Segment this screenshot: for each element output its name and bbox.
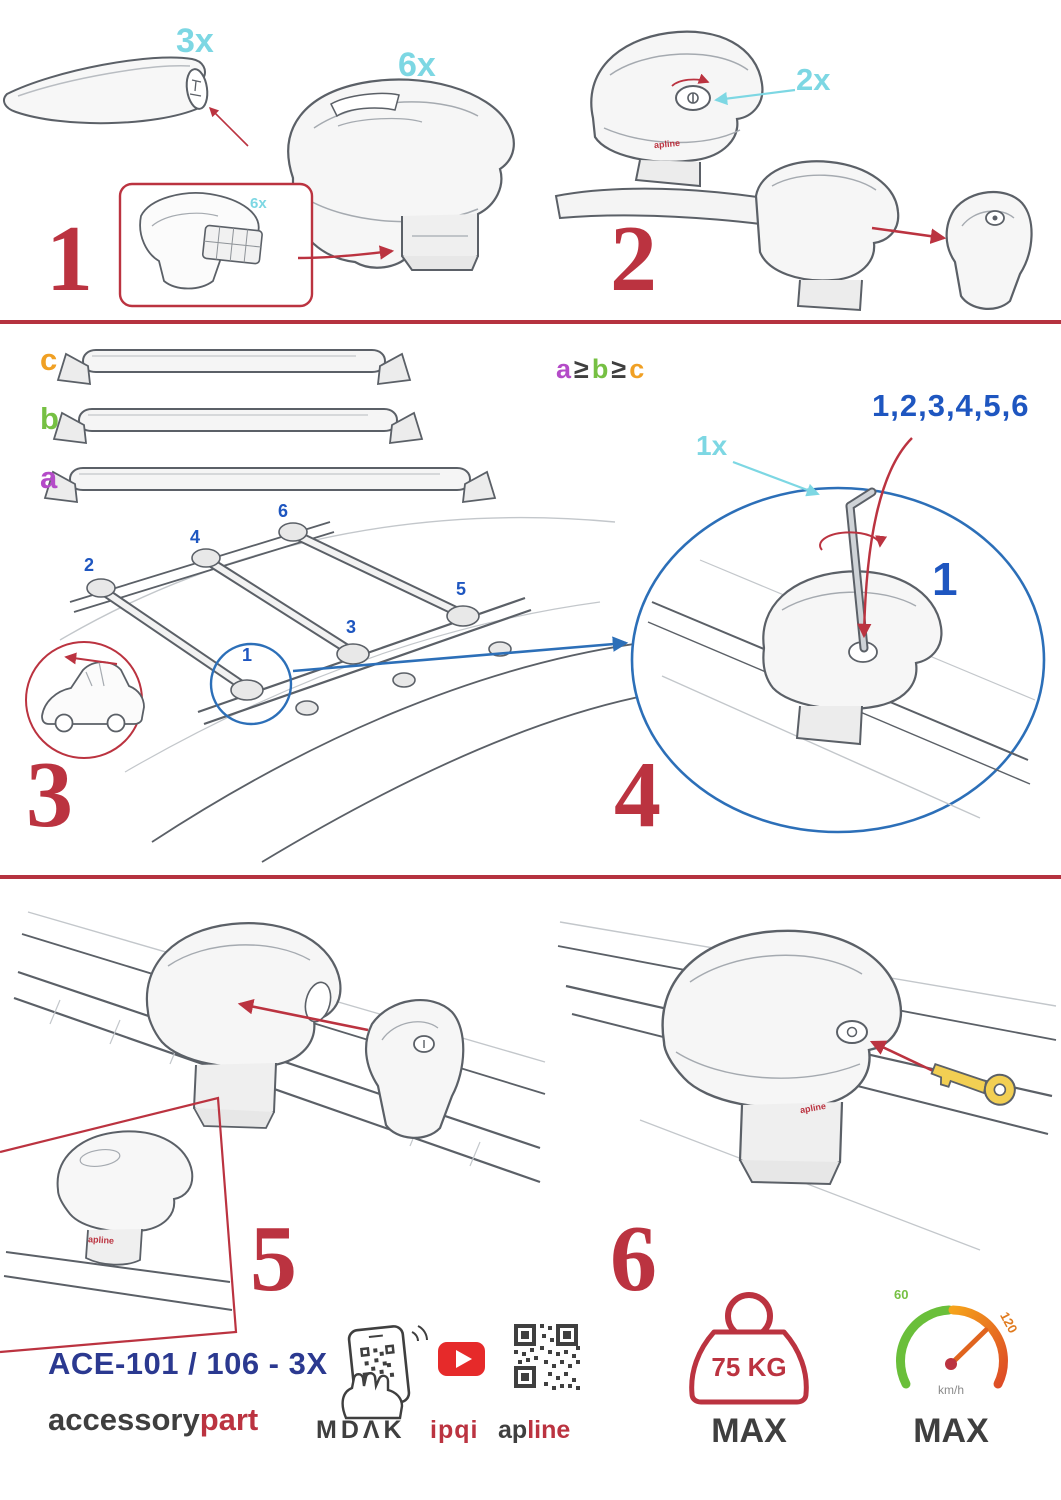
needle xyxy=(948,1327,989,1367)
brand-ap: ap xyxy=(498,1416,528,1444)
speed-max-label: MAX xyxy=(913,1412,989,1450)
roof-position-1: 1 xyxy=(242,645,253,665)
brand-part: part xyxy=(199,1402,259,1437)
bar-b-drawing xyxy=(52,408,424,445)
weight-limit-label: 75 KG xyxy=(711,1352,787,1382)
lock-cylinder xyxy=(836,1020,868,1044)
play-icon xyxy=(456,1350,472,1368)
step1-pad-inset-drawing xyxy=(118,182,395,308)
key-icon xyxy=(930,1063,1016,1106)
step5-result-inset-drawing xyxy=(0,1096,238,1354)
roof-position-4: 4 xyxy=(190,527,201,547)
brand-apline: apline xyxy=(498,1418,570,1443)
speed-unit-label: km/h xyxy=(937,1383,964,1397)
size-rule-b: b xyxy=(591,354,609,384)
roof-position-6: 6 xyxy=(278,501,289,521)
qr-code-icon xyxy=(510,1320,582,1392)
step1-number: 1 xyxy=(46,207,93,311)
size-rule-ge1: ≥ xyxy=(574,354,589,384)
qty-pads-label: 6x xyxy=(250,195,267,212)
car-roof-drawing xyxy=(59,516,666,863)
bar-label-c: c xyxy=(40,342,58,377)
step5-cap-drawing xyxy=(13,911,546,1184)
section-divider-2 xyxy=(0,875,1061,879)
hand-icon xyxy=(341,1372,404,1420)
cover-cap-drawing xyxy=(365,999,465,1139)
roof-position-5: 5 xyxy=(456,579,467,599)
weight-max-icon xyxy=(689,1292,809,1405)
brand-line: line xyxy=(527,1416,571,1444)
foot-logo-step5: apline xyxy=(87,1234,115,1246)
speedometer-icon xyxy=(896,1305,1008,1389)
brand-ipqi: ipqi xyxy=(430,1416,479,1444)
first-position-number: 1 xyxy=(932,553,958,605)
step2-foot-lock-drawing xyxy=(590,30,796,188)
youtube-icon xyxy=(438,1342,485,1376)
qty-feet-label: 6x xyxy=(398,46,436,84)
step4-number: 4 xyxy=(614,743,661,847)
step6-number: 6 xyxy=(610,1207,657,1311)
phone-scan-icon xyxy=(341,1325,428,1420)
roof-position-3: 3 xyxy=(346,617,357,637)
roof-position-2: 2 xyxy=(84,555,95,575)
step2-bar-endcap-drawing xyxy=(554,160,1033,312)
bar-label-b: b xyxy=(40,401,59,436)
bar-label-a: a xyxy=(40,460,58,495)
step2-number: 2 xyxy=(610,207,657,311)
model-number: ACE-101 / 106 - 3X xyxy=(48,1346,328,1381)
step6-key-drawing xyxy=(557,921,1057,1251)
brand-accessorypart: accessorypart xyxy=(48,1404,258,1435)
step3-number: 3 xyxy=(26,743,73,847)
bar-c-drawing xyxy=(56,349,412,386)
size-rule: a ≥ b ≥ c xyxy=(556,356,644,383)
step1-crossbar-drawing xyxy=(3,56,249,147)
step5-number: 5 xyxy=(250,1207,297,1311)
tighten-sequence: 1,2,3,4,5,6 xyxy=(872,388,1030,423)
bar-a-drawing xyxy=(43,467,497,504)
qty-tool-label: 1x xyxy=(696,430,728,461)
brand-accessory: accessory xyxy=(48,1402,200,1437)
brand-mdak: MDΛK xyxy=(316,1416,406,1444)
size-rule-a: a xyxy=(556,354,572,384)
size-rule-ge2: ≥ xyxy=(611,354,627,384)
weight-max-label: MAX xyxy=(711,1412,787,1450)
size-rule-c: c xyxy=(629,354,645,384)
car-inset-drawing xyxy=(25,641,145,759)
position1-highlight-circle xyxy=(209,642,293,726)
speed-low-label: 60 xyxy=(894,1287,909,1302)
zoom-arrow xyxy=(292,636,629,673)
scan-waves-icon xyxy=(411,1325,428,1342)
qty-bars-label: 3x xyxy=(176,22,214,60)
step4-detail-drawing xyxy=(630,437,1046,834)
section-divider-1 xyxy=(0,320,1061,324)
step1-foot-drawing xyxy=(287,78,515,271)
qty-locks-label: 2x xyxy=(796,62,831,97)
